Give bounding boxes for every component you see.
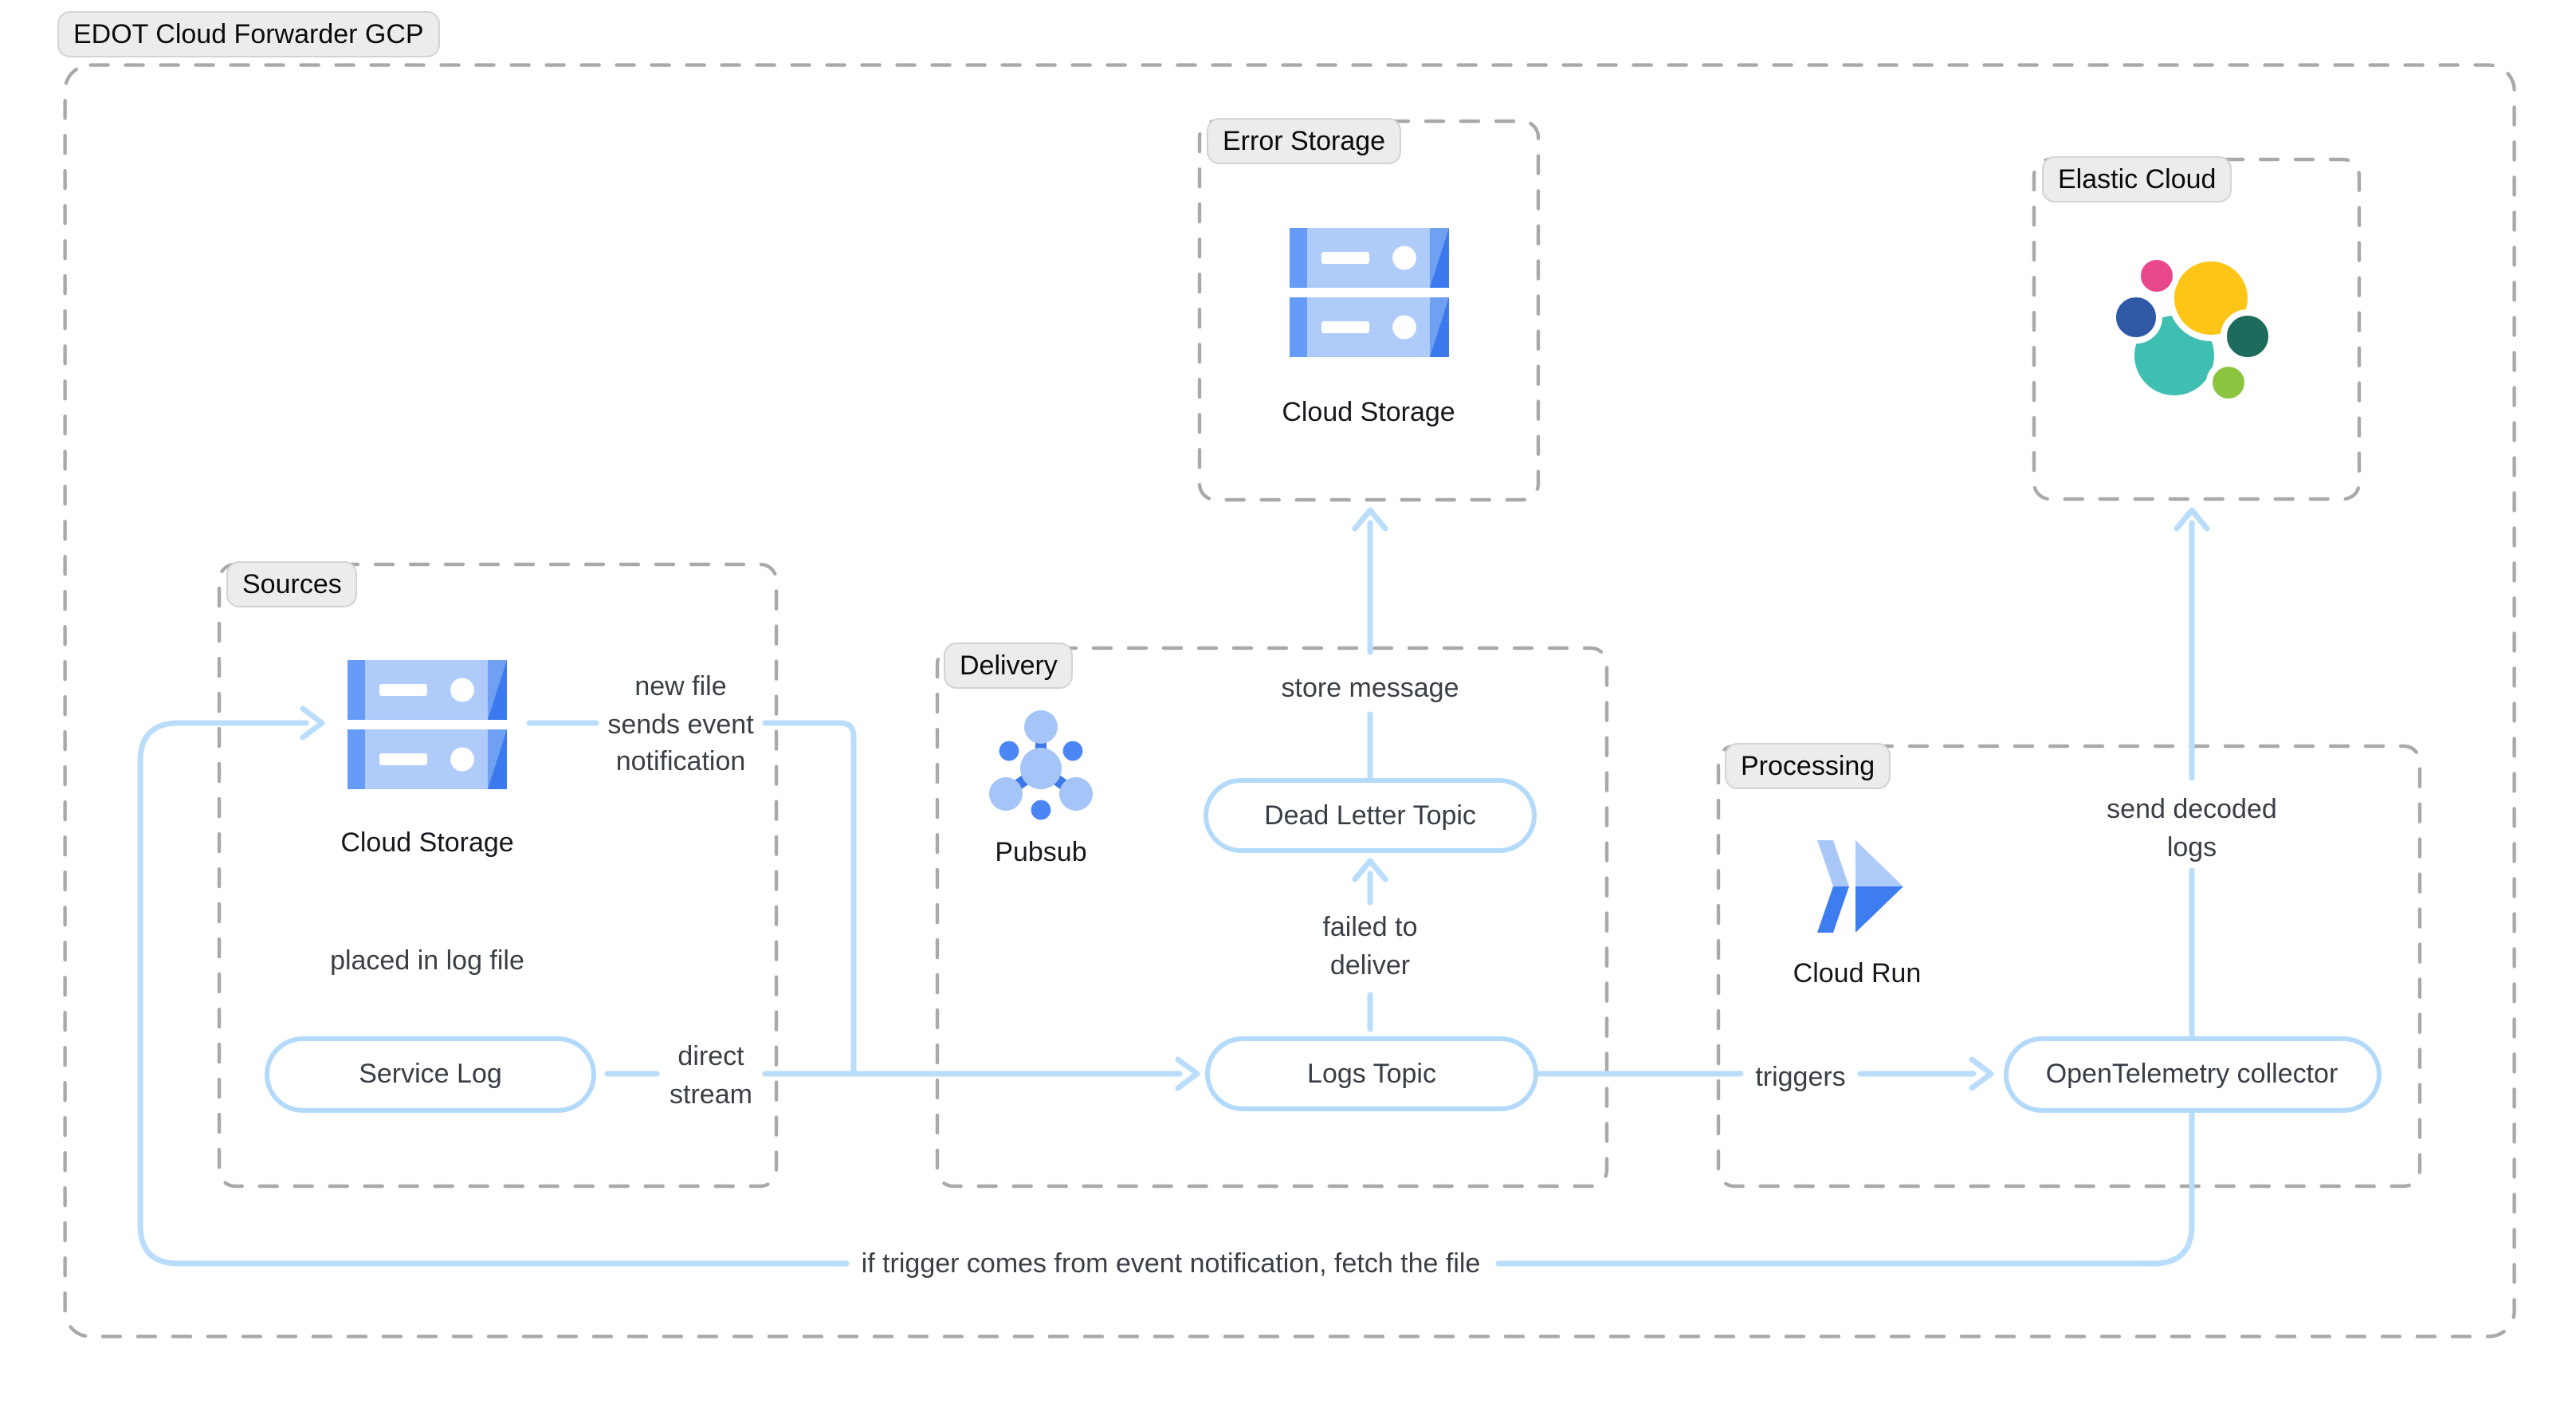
arrowhead-into-cloud-storage [300,705,325,741]
group-label-processing: Processing [1725,742,1891,788]
edge-label-fetch-file: if trigger comes from event notification… [861,1248,1481,1279]
node-otel-collector: OpenTelemetry collector [2003,1036,2381,1112]
diagram-title: EDOT Cloud Forwarder GCP [57,11,440,57]
label-cloud-storage-sources: Cloud Storage [340,827,514,858]
label-pubsub: Pubsub [995,836,1087,867]
outer-group-box [63,63,2516,1338]
label-cloud-storage-error: Cloud Storage [1282,396,1455,426]
sources-group-box [217,562,779,1189]
edge-label-failed-to-deliver: failed to deliver [1322,912,1418,980]
edge-label-new-file: new file sends event notification [607,671,754,776]
node-logs-topic: Logs Topic [1205,1036,1538,1111]
cloud-storage-icon [348,660,507,789]
arrowhead-into-logs-topic [1175,1056,1200,1091]
edge-fetch-file-right [1495,1110,2195,1267]
cloud-storage-error-icon [1290,228,1449,357]
edge-new-file-down [762,720,857,1077]
node-dead-letter-topic: Dead Letter Topic [1204,778,1537,853]
edge-label-send-decoded-logs: send decoded logs [2107,794,2277,862]
arrowhead-into-error-storage [1352,507,1388,532]
group-label-delivery: Delivery [944,643,1074,689]
group-label-elastic-cloud: Elastic Cloud [2042,155,2232,202]
delivery-group-box [935,646,1609,1189]
edge-label-direct-stream: direct stream [670,1041,752,1109]
processing-group-box [1716,744,2422,1189]
node-service-log: Service Log [265,1036,596,1112]
cloud-run-icon [1811,837,1906,936]
arrowhead-into-elastic [2174,507,2210,532]
group-label-error-storage: Error Storage [1207,117,1402,163]
edge-fetch-file-left [137,720,850,1267]
edge-label-store-message: store message [1281,672,1459,702]
group-label-sources: Sources [226,561,358,607]
arrowhead-into-dlt [1352,858,1388,882]
edge-label-placed-in-log-file: placed in log file [330,945,524,976]
label-cloud-run: Cloud Run [1793,957,1922,988]
pubsub-icon [984,708,1098,823]
edge-label-triggers: triggers [1755,1061,1846,1091]
arrowhead-into-otel [1969,1056,1994,1091]
elastic-logo-icon [2114,250,2273,410]
